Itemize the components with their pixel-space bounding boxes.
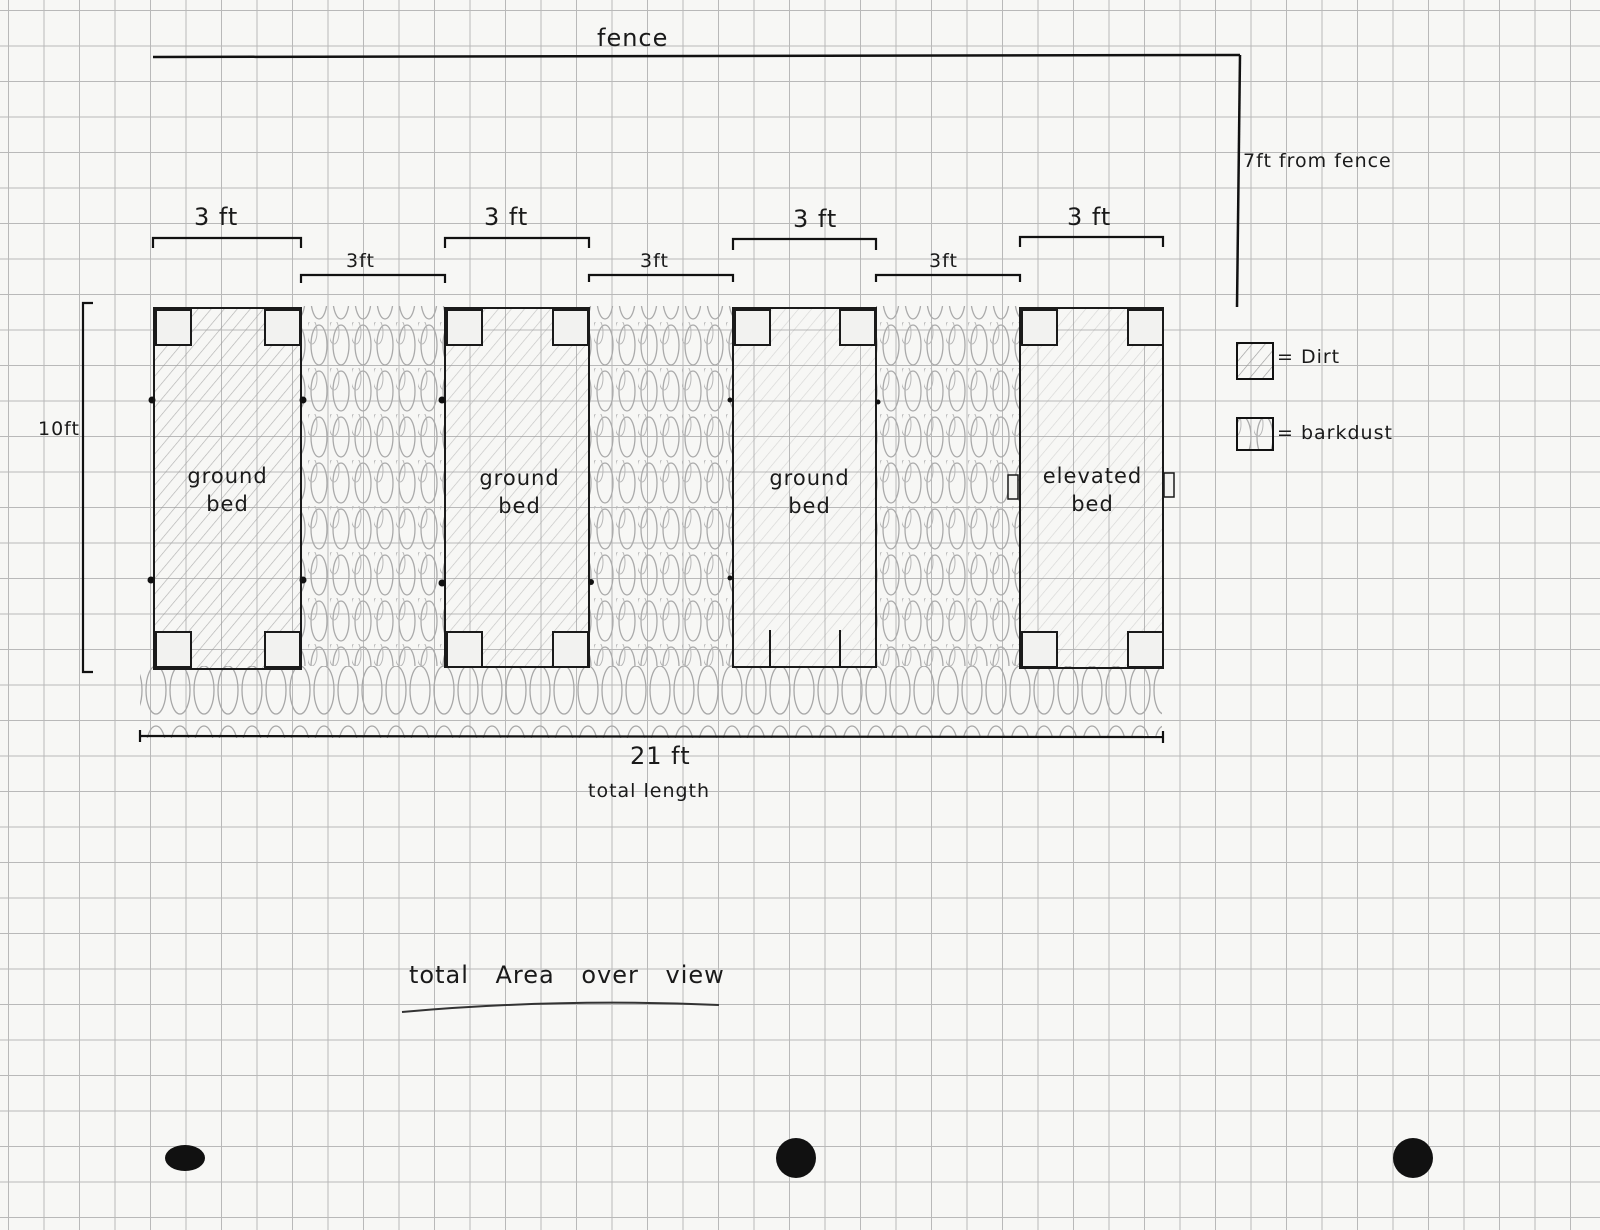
bed-1-label-line1: ground [187,464,268,488]
edge-dots [147,396,881,587]
title-underline [401,1001,720,1013]
bed-4-label-line1: elevated [1042,464,1143,488]
bed-fill-2 [445,308,589,668]
bed-fill-1 [154,308,301,668]
height-label: 10ft [38,418,80,440]
corner-posts [155,309,1164,668]
bed-outline-3 [732,307,877,668]
bed-width-brackets [151,235,1165,250]
legend-swatch-barkdust [1236,417,1274,451]
bed-1-label: ground bed [160,462,295,518]
path-fill-3 [876,306,1020,666]
bed-3-label-line1: ground [769,466,850,490]
bed-2-width-label: 3 ft [484,203,529,231]
fence-line [152,53,1242,308]
elevated-bed-handles [1007,472,1175,500]
bed-2-label-line2: bed [498,494,541,518]
binder-holes [165,1138,1433,1178]
total-length-label: 21 ft [630,742,691,770]
bed-fill-3 [733,308,876,668]
bed-1-width-label: 3 ft [194,203,239,231]
bed-1-label-line2: bed [206,492,249,516]
total-length-line [138,730,1165,743]
fence-distance-label: 7ft from fence [1243,150,1392,172]
bed-outline-2 [444,307,590,668]
fence-label: fence [597,24,669,52]
legend-label-dirt: = Dirt [1277,346,1341,368]
legend-swatch-dirt [1236,342,1274,380]
legend-label-barkdust: = barkdust [1277,422,1393,444]
bed-outline-4 [1019,307,1164,669]
bottom-barkdust-strip [140,666,1162,738]
height-bracket [81,301,93,674]
path-fill-1 [301,306,445,666]
path-1-width-label: 3ft [346,250,375,272]
bed-4-label: elevated bed [1025,462,1160,518]
total-length-note: total length [588,780,711,802]
path-3-width-label: 3ft [929,250,958,272]
bed-4-label-line2: bed [1071,492,1114,516]
bed-3-width-label: 3 ft [793,205,838,233]
bed-fill-4 [1020,308,1163,668]
path-fill-2 [589,306,733,666]
bed-outline-1 [153,307,302,670]
path-2-width-label: 3ft [640,250,669,272]
bed-4-width-label: 3 ft [1067,203,1112,231]
path-width-brackets [299,273,1022,283]
bed-2-label: ground bed [452,464,587,520]
bed3-bottom-ticks [769,630,841,667]
bed-2-label-line1: ground [479,466,560,490]
overview-title: total Area over view [409,961,725,989]
bed-3-label: ground bed [742,464,877,520]
bed-3-label-line2: bed [788,494,831,518]
